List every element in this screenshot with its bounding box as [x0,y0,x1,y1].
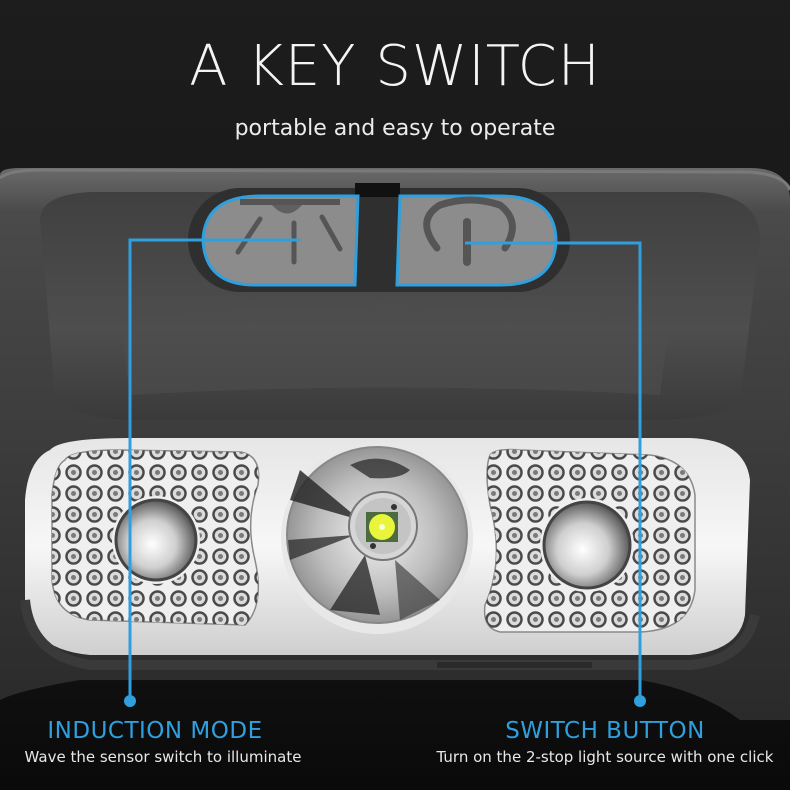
power-switch-button[interactable] [395,194,558,287]
lamp-rays-icon [235,199,343,265]
induction-mode-title: INDUCTION MODE [47,718,263,744]
right-sensor-grille [483,448,696,633]
left-sensor-grille [51,449,260,626]
page-subtitle: portable and easy to operate [234,116,556,141]
page-title: A KEY SWITCH [189,34,601,99]
switch-button-title: SWITCH BUTTON [505,718,705,744]
induction-mode-description: Wave the sensor switch to illuminate [24,748,302,766]
switch-button-description: Turn on the 2-stop light source with one… [436,748,774,766]
callout-line-switch [465,241,646,707]
callout-line-induction [124,238,300,707]
main-led-reflector [281,442,473,634]
